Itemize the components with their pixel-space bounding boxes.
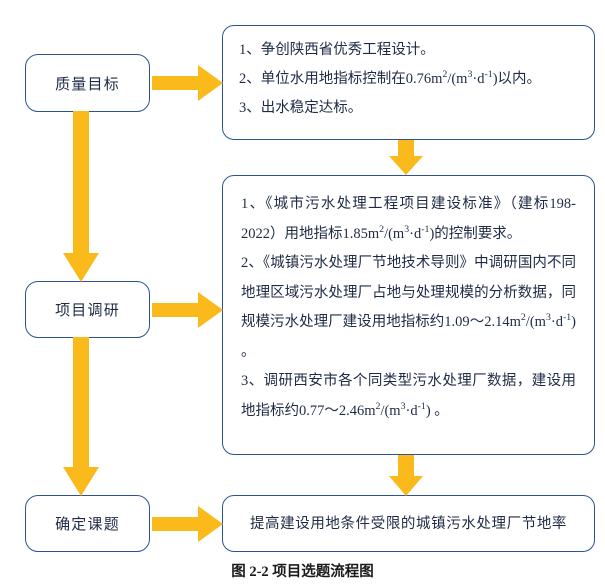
- item-index: 3、: [241, 373, 264, 389]
- arrow-quality-to-research-stage-icon: [62, 111, 100, 283]
- item-text: ) 。: [425, 402, 449, 419]
- superscript-area-unit: 2: [520, 312, 526, 324]
- item-text: 《城市污水处理工程项目建设标准》（建标198-2022）用地指标1.85m: [241, 196, 577, 242]
- arrow-quality-to-goals-icon: [152, 63, 224, 103]
- stage-node-project-research[interactable]: 项目调研: [25, 281, 150, 338]
- superscript-inverse-day: -1: [562, 312, 572, 324]
- panel-line: 3、出水稳定达标。: [239, 100, 363, 116]
- superscript-volume-unit: 3: [404, 223, 410, 235]
- panel-quality-goals[interactable]: 1、争创陕西省优秀工程设计。 2、单位水用地指标控制在0.76m2/(m3·d-…: [222, 25, 595, 140]
- item-text: ) 。: [241, 314, 576, 360]
- item-text: /(m: [525, 314, 546, 330]
- arrow-topic-to-result-icon: [152, 504, 224, 544]
- superscript-volume-unit: 3: [467, 69, 473, 81]
- arrow-research-to-panel-icon: [152, 290, 224, 330]
- research-item: 1、《城市污水处理工程项目建设标准》（建标198-2022）用地指标1.85m2…: [241, 190, 576, 249]
- superscript-volume-unit: 3: [545, 312, 551, 324]
- superscript-area-unit: 2: [379, 223, 385, 235]
- item-text: /(m: [380, 402, 401, 419]
- item-index: 2、: [241, 255, 263, 271]
- superscript-inverse-day: -1: [421, 223, 430, 235]
- arrow-research-to-topic-stage-icon: [62, 337, 100, 497]
- topic-text: 提高建设用地条件受限的城镇污水处理厂节地率: [249, 516, 568, 532]
- stage-node-quality-goal[interactable]: 质量目标: [25, 54, 150, 112]
- item-text: ·d: [409, 225, 422, 242]
- stage-label: 项目调研: [55, 303, 120, 319]
- line-text: 2、单位水用地指标控制在0.76m: [239, 71, 443, 87]
- research-item: 3、调研西安市各个同类型污水处理厂数据，建设用地指标约0.77～2.46m2/(…: [241, 367, 576, 426]
- figure-caption: 图 2-2 项目选题流程图: [231, 564, 374, 580]
- item-text: 《城镇污水处理厂节地技术导则》中调研国内不同地理区域污水处理厂占地与处理规模的分…: [241, 255, 577, 330]
- superscript-area-unit: 2: [442, 69, 448, 81]
- research-item: 2、《城镇污水处理厂节地技术导则》中调研国内不同地理区域污水处理厂占地与处理规模…: [241, 249, 576, 367]
- item-text: )的控制要求。: [429, 225, 522, 242]
- stage-node-determine-topic[interactable]: 确定课题: [25, 495, 150, 552]
- superscript-inverse-day: -1: [484, 69, 493, 81]
- stage-label: 确定课题: [55, 517, 120, 533]
- stage-label: 质量目标: [55, 76, 120, 93]
- panel-research-findings[interactable]: 1、《城市污水处理工程项目建设标准》（建标198-2022）用地指标1.85m2…: [222, 175, 595, 455]
- item-text: /(m: [384, 225, 405, 242]
- line-text: )以内。: [492, 71, 542, 87]
- superscript-area-unit: 2: [375, 400, 381, 412]
- superscript-inverse-day: -1: [417, 400, 426, 412]
- line-text: /(m: [447, 71, 468, 87]
- panel-selected-topic[interactable]: 提高建设用地条件受限的城镇污水处理厂节地率: [222, 495, 595, 552]
- item-text: ·d: [405, 402, 418, 419]
- panel-line: 2、单位水用地指标控制在0.76m2/(m3·d-1)以内。: [239, 65, 578, 94]
- arrow-goals-to-research-panel-icon: [388, 140, 424, 176]
- superscript-volume-unit: 3: [400, 400, 406, 412]
- line-text: ·d: [472, 71, 485, 87]
- item-text: ·d: [550, 314, 563, 330]
- panel-line: 1、争创陕西省优秀工程设计。: [239, 42, 435, 58]
- arrow-research-panel-to-topic-icon: [388, 455, 424, 497]
- item-text: 调研西安市各个同类型污水处理厂数据，建设用地指标约0.77～2.46m: [241, 373, 576, 419]
- item-index: 1、: [241, 196, 266, 212]
